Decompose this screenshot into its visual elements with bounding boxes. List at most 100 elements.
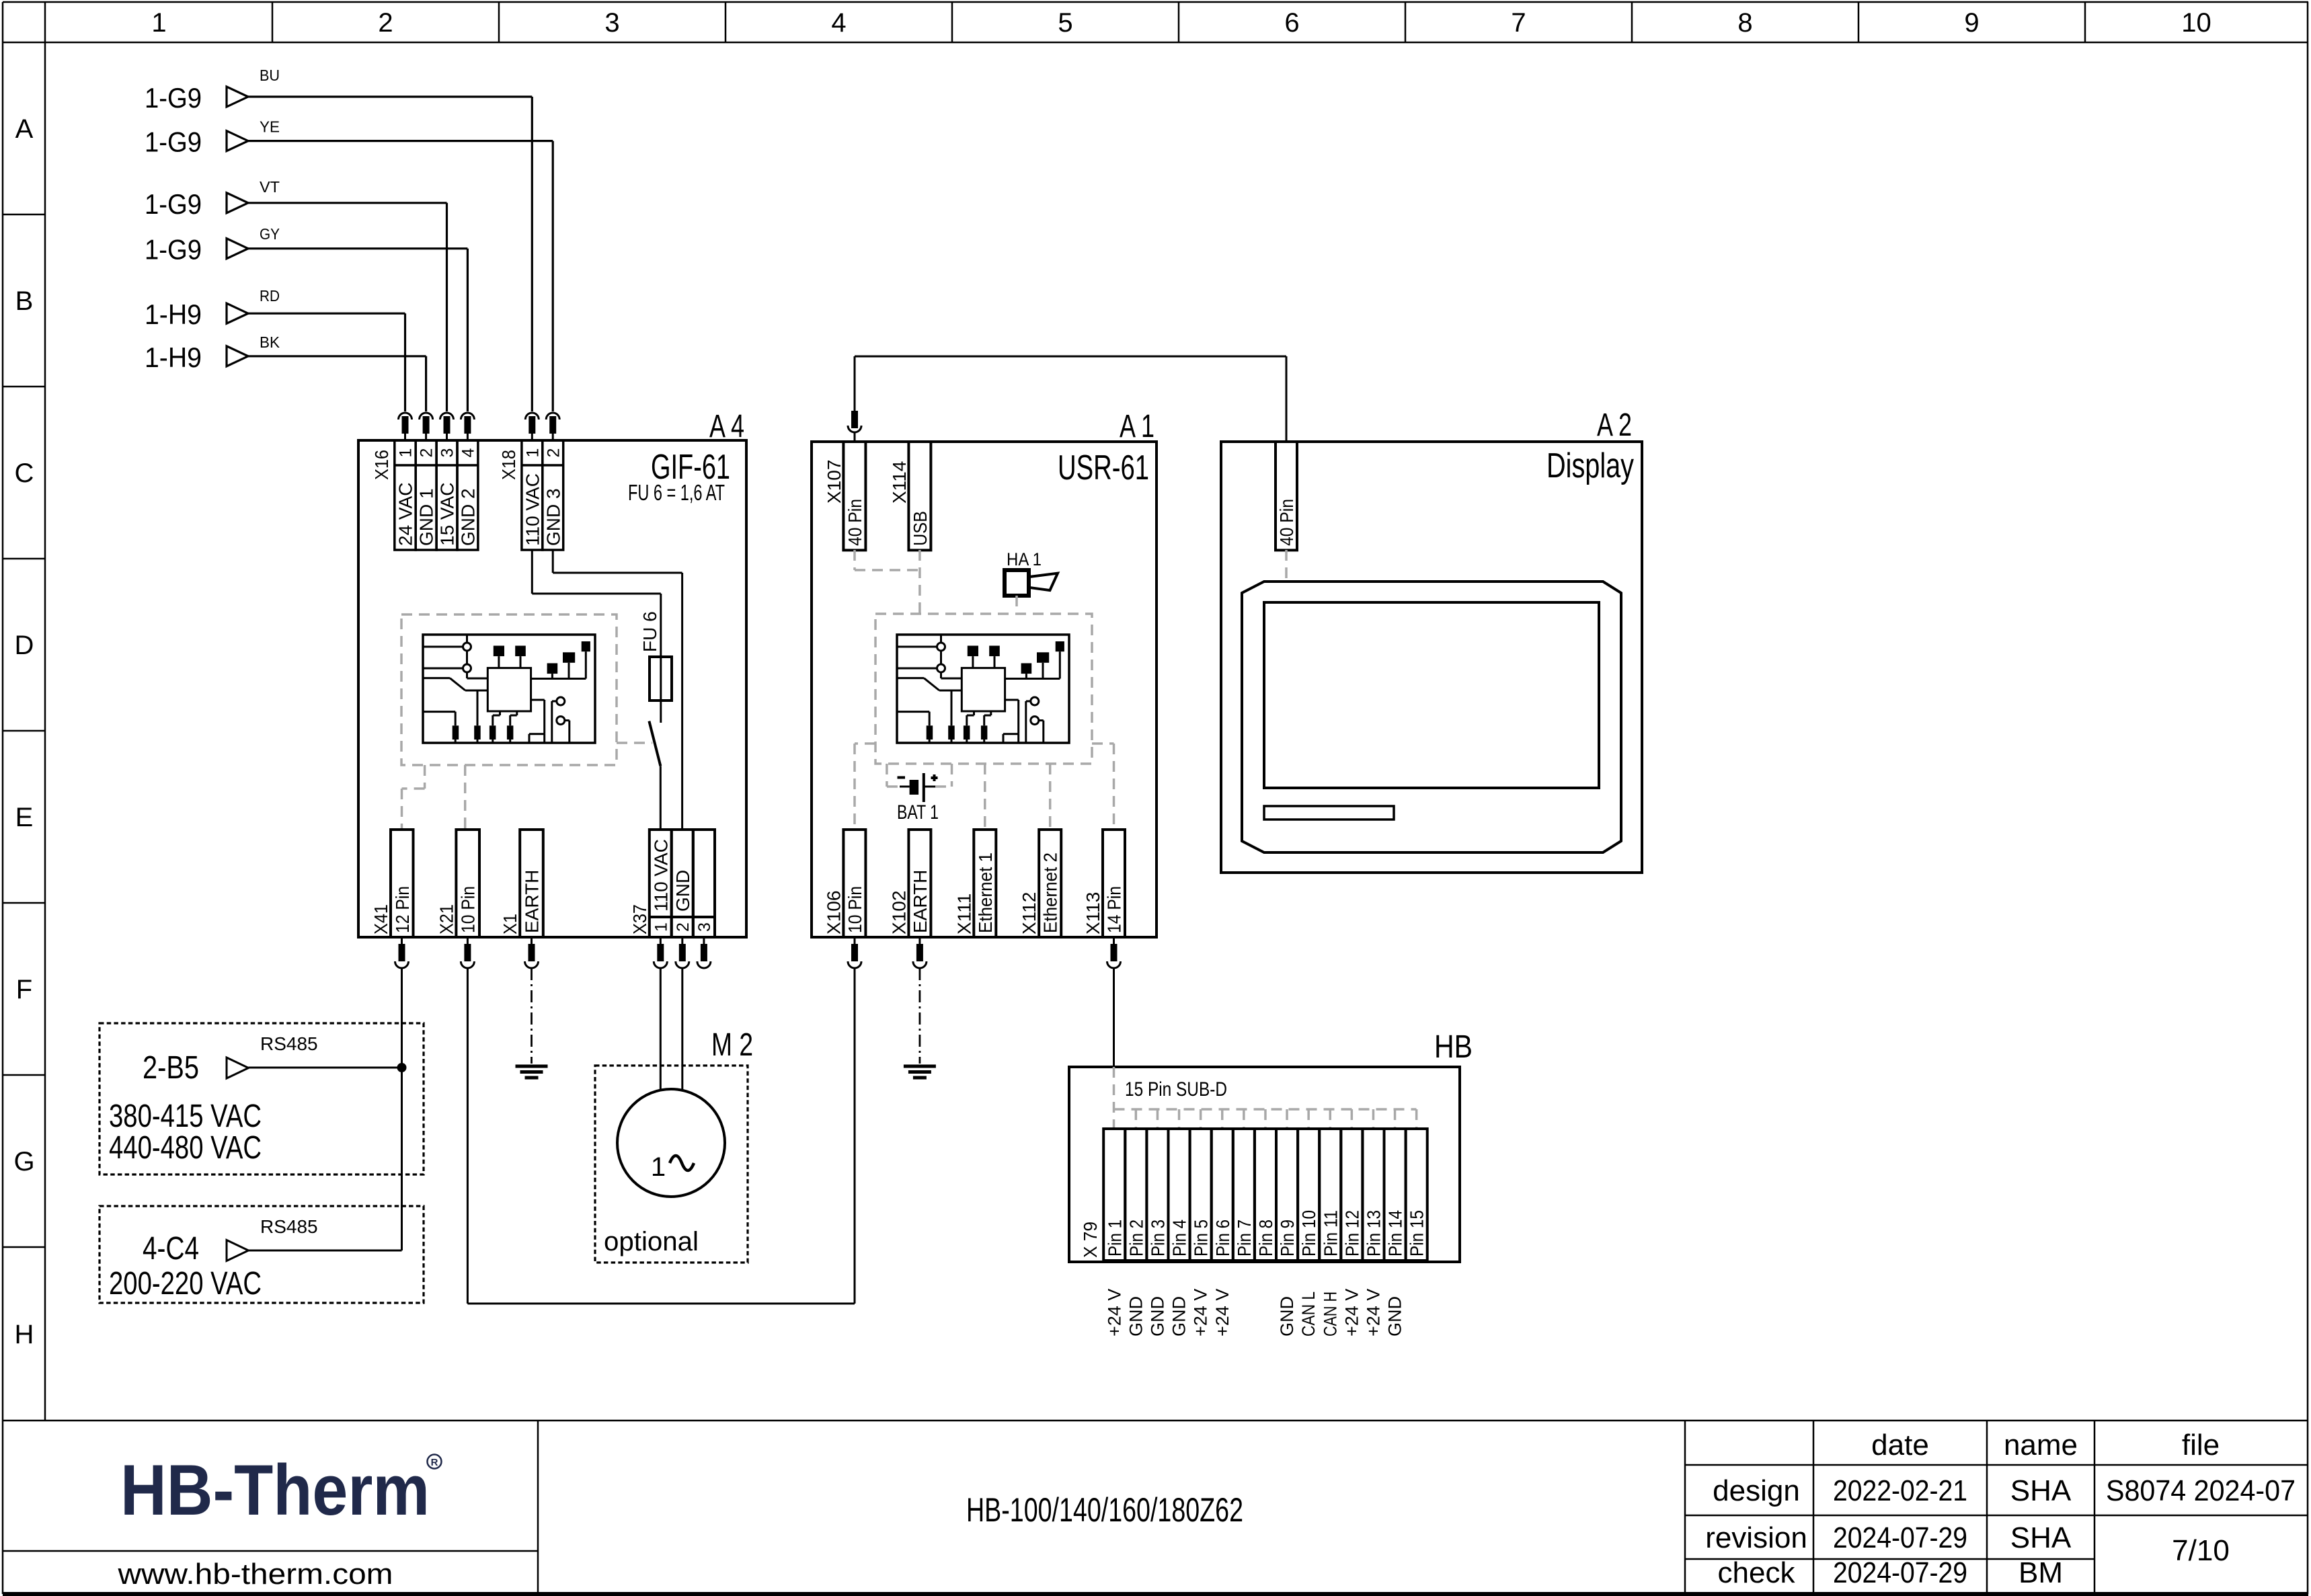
svg-text:6: 6 xyxy=(1284,8,1299,38)
svg-text:G: G xyxy=(13,1147,34,1176)
svg-text:Pin 1: Pin 1 xyxy=(1104,1220,1125,1256)
svg-text:Pin 15: Pin 15 xyxy=(1407,1210,1427,1256)
svg-text:10: 10 xyxy=(2181,8,2211,38)
svg-text:check: check xyxy=(1718,1556,1796,1589)
svg-text:X113: X113 xyxy=(1083,892,1103,934)
svg-text:R: R xyxy=(431,1457,438,1468)
svg-text:X107: X107 xyxy=(824,460,845,504)
svg-text:1-G9: 1-G9 xyxy=(145,234,202,266)
svg-text:GND: GND xyxy=(672,870,693,912)
svg-text:A 2: A 2 xyxy=(1597,407,1632,443)
svg-text:5: 5 xyxy=(1058,8,1072,38)
svg-text:X102: X102 xyxy=(888,891,909,934)
svg-text:12 Pin: 12 Pin xyxy=(392,886,413,933)
svg-text:A: A xyxy=(15,114,34,144)
svg-text:BM: BM xyxy=(2019,1556,2063,1589)
svg-text:E: E xyxy=(15,803,34,832)
svg-text:1-G9: 1-G9 xyxy=(145,126,202,158)
svg-text:HB-Therm: HB-Therm xyxy=(120,1449,430,1530)
svg-text:1: 1 xyxy=(651,1152,666,1182)
svg-text:S8074 2024-07: S8074 2024-07 xyxy=(2106,1474,2296,1507)
svg-text:BU: BU xyxy=(260,67,280,84)
svg-text:date: date xyxy=(1871,1429,1929,1462)
svg-text:VT: VT xyxy=(260,178,280,196)
svg-text:GND 2: GND 2 xyxy=(457,488,478,546)
svg-text:40 Pin: 40 Pin xyxy=(1276,499,1297,546)
svg-text:X1: X1 xyxy=(500,914,520,934)
svg-text:revision: revision xyxy=(1705,1521,1807,1554)
svg-text:110 VAC: 110 VAC xyxy=(522,473,543,546)
svg-text:CAN L: CAN L xyxy=(1298,1291,1319,1336)
svg-text:USB: USB xyxy=(910,511,931,546)
svg-text:M 2: M 2 xyxy=(711,1027,753,1063)
svg-text:GND 3: GND 3 xyxy=(543,488,563,546)
svg-text:F: F xyxy=(16,975,32,1004)
svg-text:RS485: RS485 xyxy=(260,1216,318,1237)
svg-text:X41: X41 xyxy=(370,904,391,934)
svg-text:440-480 VAC: 440-480 VAC xyxy=(109,1130,262,1166)
svg-text:GY: GY xyxy=(260,225,280,243)
svg-text:+24 V: +24 V xyxy=(1104,1289,1124,1336)
svg-text:Display: Display xyxy=(1546,446,1634,485)
svg-text:Pin 9: Pin 9 xyxy=(1277,1220,1298,1256)
svg-text:GIF-61: GIF-61 xyxy=(651,448,730,487)
svg-text:RS485: RS485 xyxy=(260,1033,318,1054)
svg-text:15 VAC: 15 VAC xyxy=(437,483,458,546)
svg-text:RD: RD xyxy=(260,287,280,305)
svg-text:Pin 4: Pin 4 xyxy=(1169,1220,1190,1256)
svg-text:+24 V: +24 V xyxy=(1191,1289,1211,1336)
svg-text:Pin 3: Pin 3 xyxy=(1147,1220,1168,1256)
svg-text:1-G9: 1-G9 xyxy=(145,188,202,220)
svg-text:380-415 VAC: 380-415 VAC xyxy=(109,1099,262,1134)
svg-text:3: 3 xyxy=(604,8,619,38)
svg-text:optional: optional xyxy=(604,1227,699,1256)
svg-text:FU 6 = 1,6 AT: FU 6 = 1,6 AT xyxy=(628,480,725,505)
svg-text:X21: X21 xyxy=(436,904,457,934)
svg-text:X114: X114 xyxy=(889,461,910,504)
svg-text:X18: X18 xyxy=(498,450,519,480)
svg-text:HB: HB xyxy=(1434,1029,1473,1065)
svg-text:Pin 10: Pin 10 xyxy=(1298,1210,1319,1256)
svg-text:2022-02-21: 2022-02-21 xyxy=(1833,1474,1967,1507)
svg-text:2024-07-29: 2024-07-29 xyxy=(1833,1556,1967,1589)
svg-text:3: 3 xyxy=(695,922,714,932)
svg-text:B: B xyxy=(15,286,34,316)
svg-text:10 Pin: 10 Pin xyxy=(458,886,479,933)
svg-text:GND: GND xyxy=(1126,1296,1146,1336)
svg-text:40 Pin: 40 Pin xyxy=(845,499,865,546)
svg-text:1-H9: 1-H9 xyxy=(145,298,202,330)
svg-text:+24 V: +24 V xyxy=(1341,1289,1362,1336)
svg-text:X16: X16 xyxy=(371,450,392,480)
svg-text:1-G9: 1-G9 xyxy=(145,82,202,114)
svg-text:1: 1 xyxy=(523,448,542,458)
svg-text:SHA: SHA xyxy=(2010,1521,2072,1554)
svg-text:2: 2 xyxy=(378,8,393,38)
svg-text:4-C4: 4-C4 xyxy=(143,1231,199,1267)
svg-text:2: 2 xyxy=(418,448,436,458)
svg-text:14 Pin: 14 Pin xyxy=(1104,886,1125,933)
svg-text:4: 4 xyxy=(831,8,846,38)
svg-text:8: 8 xyxy=(1737,8,1752,38)
svg-text:X112: X112 xyxy=(1019,892,1040,934)
svg-text:X106: X106 xyxy=(823,891,844,934)
svg-text:200-220 VAC: 200-220 VAC xyxy=(109,1266,262,1302)
svg-text:GND: GND xyxy=(1277,1296,1297,1336)
svg-text:EARTH: EARTH xyxy=(910,870,931,933)
svg-text:GND: GND xyxy=(1169,1296,1189,1336)
svg-text:BK: BK xyxy=(260,333,280,351)
svg-text:YE: YE xyxy=(260,118,280,136)
svg-text:EARTH: EARTH xyxy=(522,870,543,933)
svg-text:GND 1: GND 1 xyxy=(416,488,437,546)
svg-text:7: 7 xyxy=(1511,8,1526,38)
svg-text:+24 V: +24 V xyxy=(1363,1289,1383,1336)
svg-text:Pin 5: Pin 5 xyxy=(1191,1220,1212,1256)
svg-text:10 Pin: 10 Pin xyxy=(845,886,865,933)
svg-text:SHA: SHA xyxy=(2010,1474,2072,1507)
svg-text:Ethernet 1: Ethernet 1 xyxy=(975,852,996,933)
svg-text:www.hb-therm.com: www.hb-therm.com xyxy=(117,1558,393,1591)
svg-text:2-B5: 2-B5 xyxy=(143,1050,199,1086)
svg-text:file: file xyxy=(2182,1429,2220,1462)
svg-text:A 4: A 4 xyxy=(709,409,744,444)
svg-text:Pin 14: Pin 14 xyxy=(1385,1210,1406,1256)
svg-text:USR-61: USR-61 xyxy=(1058,448,1149,487)
